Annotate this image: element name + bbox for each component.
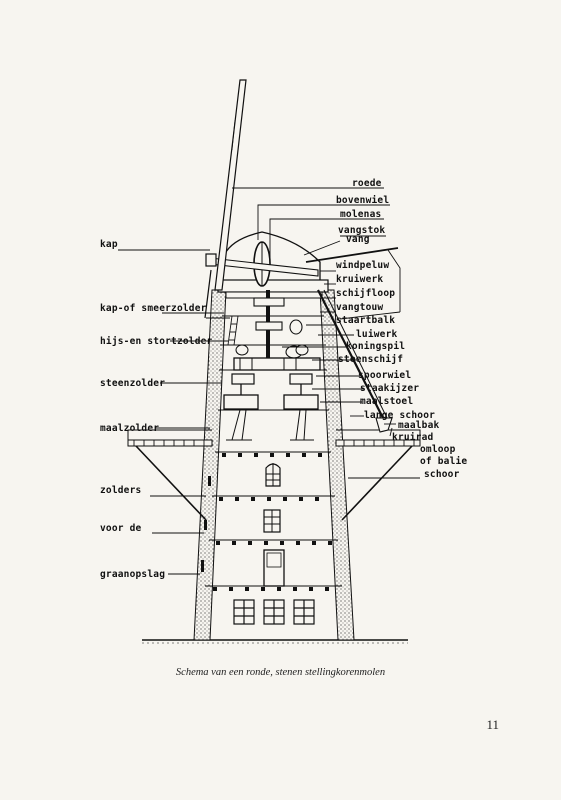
label-vangstok: vangstok [338, 225, 385, 236]
label-voor-de: voor de [100, 523, 142, 534]
brake-lever [305, 247, 399, 263]
label-steenschijf: steenschijf [338, 354, 403, 365]
tower-walls [193, 289, 355, 641]
label-spoorwiel: spoorwiel [358, 370, 411, 381]
floor-lines [205, 315, 342, 587]
label-koningspil: koningspil [346, 341, 405, 352]
label-bovenwiel: bovenwiel [336, 195, 389, 206]
stone-nuts [231, 373, 313, 385]
ground-line [142, 639, 408, 644]
label-kruiwerk: kruiwerk [336, 274, 383, 285]
label-vang: vang [346, 234, 370, 245]
windows-ground [233, 599, 315, 625]
label-schijfloop: schijfloop [336, 288, 395, 299]
label-zolders: zolders [100, 485, 141, 496]
label-maalzolder: maalzolder [100, 423, 159, 434]
label-staartbalk: staartbalk [336, 315, 395, 326]
label-of-balie: of balie [420, 456, 467, 467]
label-windpeluw: windpeluw [336, 260, 389, 271]
label-hijs-en-stortzolder: hijs-en stortzolder [100, 336, 213, 347]
gallery-stage [127, 429, 421, 521]
label-steenzolder: steenzolder [100, 378, 165, 389]
sack-hoist [253, 297, 303, 359]
ladder [227, 315, 239, 346]
label-kruirad: kruirad [392, 432, 434, 443]
left-wall-openings [201, 476, 211, 572]
figure-caption: Schema van een ronde, stenen stellingkor… [175, 667, 386, 678]
label-kap-of-smeerzolder: kap-of smeerzolder [100, 303, 207, 314]
label-omloop: omloop [420, 444, 456, 455]
label-luiwerk: luiwerk [356, 329, 398, 340]
window-middle [263, 509, 281, 533]
label-schoor: schoor [424, 469, 460, 480]
spur-wheel [233, 344, 321, 371]
label-maalstoel: maalstoel [360, 396, 413, 407]
wind-shaft [205, 253, 319, 277]
meal-spouts [226, 409, 314, 441]
label-graanopslag: graanopslag [100, 569, 165, 580]
label-lange-schoor: lange schoor [364, 410, 435, 421]
label-vangtouw: vangtouw [336, 302, 383, 313]
label-kap: kap [100, 239, 118, 250]
cap [217, 231, 329, 299]
window-arched [265, 463, 281, 487]
label-staakijzer: staakijzer [360, 383, 419, 394]
page-number: 11 [486, 717, 499, 732]
millstones [223, 384, 319, 410]
door [263, 549, 285, 587]
label-molenas: molenas [340, 209, 381, 220]
label-roede: roede [352, 178, 382, 189]
label-maalbak: maalbak [398, 420, 440, 431]
sail-stock [204, 79, 247, 319]
leader-lines [118, 187, 420, 575]
floor-joists [213, 453, 332, 591]
